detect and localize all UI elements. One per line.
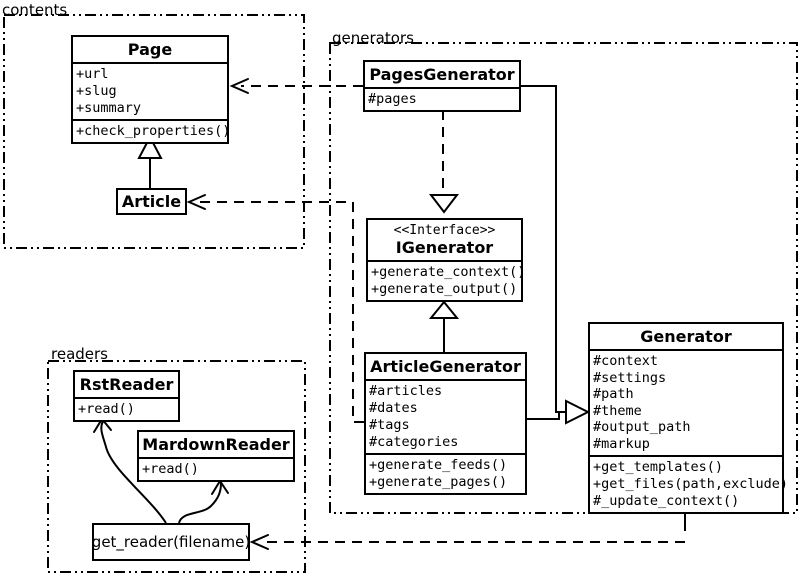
attribute: #path xyxy=(593,386,634,403)
attribute: #categories xyxy=(369,434,459,450)
function-box-get-reader-label: get_reader(filename) xyxy=(91,533,251,551)
package-label-contents: contents xyxy=(2,1,68,19)
attribute: #settings xyxy=(593,369,667,386)
method: +get_files(path,exclude) xyxy=(593,475,789,492)
attribute: #context xyxy=(593,353,659,369)
dependency-articlegenerator-article-arrowhead xyxy=(186,194,206,210)
attribute: #theme xyxy=(593,402,642,419)
attribute: #articles xyxy=(369,383,443,399)
class-generator-attributes: #context #settings #path #theme #output_… xyxy=(590,351,782,455)
package-frame-readers xyxy=(47,360,306,573)
class-pagesgenerator-attributes: #pages xyxy=(365,89,519,110)
class-pagesgenerator: PagesGenerator #pages xyxy=(363,60,521,112)
class-page-attributes: +url +slug +summary xyxy=(73,64,227,119)
attribute: #output_path xyxy=(593,419,691,436)
attribute: #dates xyxy=(369,400,418,416)
class-generator: Generator #context #settings #path #them… xyxy=(588,322,789,514)
class-rstreader: RstReader +read() xyxy=(73,370,180,422)
method: +read() xyxy=(142,461,199,477)
realization-pagesgenerator-igenerator-triangle xyxy=(428,194,460,214)
method: +get_templates() xyxy=(593,458,724,475)
class-mardownreader: MardownReader +read() xyxy=(137,430,295,482)
class-igenerator-methods: +generate_context() +generate_output() xyxy=(368,262,526,300)
generalization-articlegenerator-generator-line xyxy=(527,411,565,420)
dependency-articlegenerator-article-line xyxy=(197,201,364,423)
class-igenerator-title: IGenerator xyxy=(395,238,494,257)
generalization-generator-triangle xyxy=(565,399,591,425)
generalization-article-page-triangle xyxy=(137,134,163,159)
arrow-getreader-mardownreader-curve xyxy=(178,482,222,524)
attribute: +url xyxy=(76,66,109,82)
class-page-methods: +check_properties() xyxy=(73,119,231,142)
method: +generate_context() xyxy=(371,264,526,280)
class-rstreader-methods: +read() xyxy=(75,399,178,420)
class-mardownreader-methods: +read() xyxy=(139,459,293,480)
class-articlegenerator: ArticleGenerator #articles #dates #tags … xyxy=(364,352,527,495)
package-frame-generators xyxy=(329,42,798,514)
package-frame-contents xyxy=(3,14,305,249)
function-box-get-reader: get_reader(filename) xyxy=(92,523,250,561)
attribute: #tags xyxy=(369,417,410,433)
generalization-pagesgenerator-generator-line xyxy=(521,85,565,413)
arrow-getreader-rstreader-curve xyxy=(100,420,167,524)
class-page-title: Page xyxy=(73,37,227,64)
class-page: Page +url +slug +summary +check_properti… xyxy=(71,35,231,144)
package-label-generators: generators xyxy=(332,29,414,47)
dependency-generator-getreader-arrowhead xyxy=(249,534,269,550)
class-igenerator-stereotype: <<Interface>> xyxy=(393,223,496,238)
method: +generate_output() xyxy=(371,281,518,297)
class-articlegenerator-methods: +generate_feeds() +generate_pages() xyxy=(366,453,525,493)
method: +generate_feeds() xyxy=(369,457,508,473)
class-igenerator: <<Interface>> IGenerator +generate_conte… xyxy=(366,218,526,302)
class-article: Article xyxy=(116,188,187,215)
class-generator-title: Generator xyxy=(590,324,782,351)
class-generator-methods: +get_templates() +get_files(path,exclude… xyxy=(590,454,789,512)
attribute: +slug xyxy=(76,83,117,99)
class-rstreader-title: RstReader xyxy=(75,372,178,399)
class-mardownreader-title: MardownReader xyxy=(139,432,293,459)
dependency-pagesgenerator-page-arrowhead xyxy=(229,78,249,94)
package-label-readers: readers xyxy=(51,345,108,363)
class-igenerator-header: <<Interface>> IGenerator xyxy=(368,220,521,262)
class-article-title: Article xyxy=(121,192,182,211)
attribute: #markup xyxy=(593,435,650,452)
method: +read() xyxy=(78,401,135,417)
generalization-articlegenerator-igenerator-triangle xyxy=(428,300,460,319)
class-articlegenerator-attributes: #articles #dates #tags #categories xyxy=(366,381,525,453)
method: +check_properties() xyxy=(76,123,231,139)
method: #_update_context() xyxy=(593,492,740,509)
class-pagesgenerator-title: PagesGenerator xyxy=(365,62,519,89)
class-articlegenerator-title: ArticleGenerator xyxy=(366,354,525,381)
attribute: +summary xyxy=(76,100,142,116)
attribute: #pages xyxy=(368,91,417,107)
method: +generate_pages() xyxy=(369,474,508,490)
